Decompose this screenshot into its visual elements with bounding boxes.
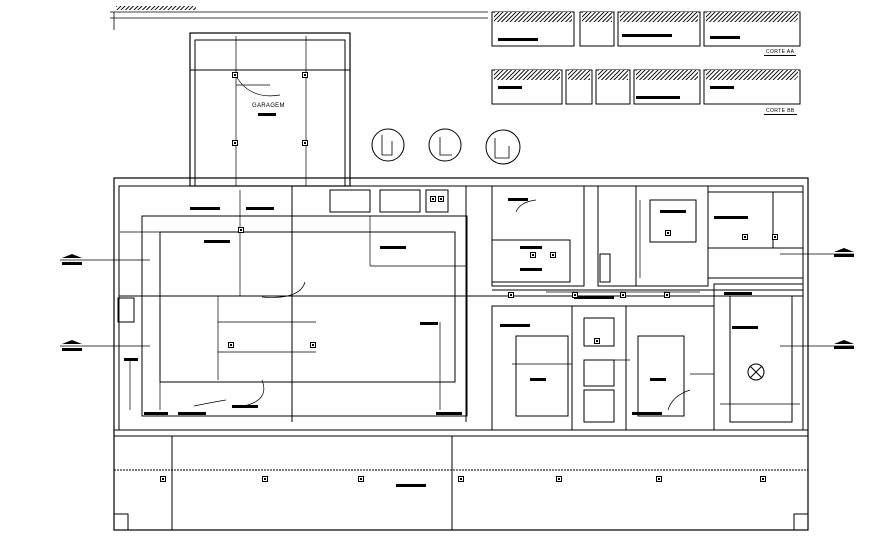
circuit-tag xyxy=(246,207,274,210)
section-hatch xyxy=(620,12,698,22)
section-hatch xyxy=(636,70,698,80)
outlet-symbol xyxy=(232,72,238,78)
garage-label: GARAGEM xyxy=(252,103,285,109)
circuit-tag xyxy=(190,207,220,210)
circuit-tag xyxy=(622,34,672,37)
building-outline xyxy=(113,177,809,531)
outlet-symbol xyxy=(438,196,444,202)
outlet-symbol xyxy=(572,292,578,298)
circuit-tag xyxy=(710,36,740,39)
circuit-tag xyxy=(436,412,462,415)
section-hatch xyxy=(494,12,572,22)
outlet-symbol xyxy=(160,476,166,482)
circuit-tag xyxy=(632,412,662,415)
circuit-tag xyxy=(258,113,276,116)
section-hatch xyxy=(116,6,196,10)
outlet-symbol xyxy=(232,140,238,146)
circuit-tag xyxy=(508,198,528,201)
outlet-symbol xyxy=(665,230,671,236)
circuit-tag xyxy=(530,378,546,381)
circuit-tag xyxy=(380,246,406,249)
circuit-tag xyxy=(204,240,230,243)
section-hatch xyxy=(706,70,798,80)
circuit-tag xyxy=(636,96,680,99)
section-hatch xyxy=(568,70,590,80)
circuit-tag xyxy=(178,412,206,415)
outlet-symbol xyxy=(656,476,662,482)
garage-outline xyxy=(189,32,351,187)
circuit-tag xyxy=(714,216,748,219)
building-inner-outline xyxy=(118,185,804,431)
circuit-tag xyxy=(500,324,530,327)
outlet-symbol xyxy=(508,292,514,298)
outlet-symbol xyxy=(556,476,562,482)
outlet-symbol xyxy=(310,342,316,348)
circuit-tag xyxy=(396,484,426,487)
section-hatch xyxy=(598,70,628,80)
circuit-tag xyxy=(232,405,258,408)
outlet-symbol xyxy=(430,196,436,202)
section-hatch xyxy=(582,12,612,22)
circuit-tag xyxy=(724,292,752,295)
outlet-symbol xyxy=(262,476,268,482)
outlet-symbol xyxy=(550,252,556,258)
circuit-tag xyxy=(650,378,666,381)
circuit-tag xyxy=(660,210,686,213)
outlet-symbol xyxy=(742,234,748,240)
outlet-symbol xyxy=(594,338,600,344)
outlet-symbol xyxy=(772,234,778,240)
circuit-tag xyxy=(520,246,542,249)
outlet-symbol xyxy=(302,140,308,146)
section-hatch xyxy=(494,70,560,80)
circuit-tag xyxy=(62,262,82,265)
circuit-tag xyxy=(62,348,82,351)
section-bb-caption: CORTE BB xyxy=(764,108,797,115)
outlet-symbol xyxy=(530,252,536,258)
outlet-symbol xyxy=(228,342,234,348)
section-aa-caption: CORTE AA xyxy=(764,49,797,56)
circuit-tag xyxy=(732,326,758,329)
circuit-tag xyxy=(520,268,542,271)
circuit-tag xyxy=(124,358,138,361)
circuit-tag xyxy=(574,296,614,299)
circuit-tag xyxy=(834,254,854,257)
outlet-symbol xyxy=(238,227,244,233)
outlet-symbol xyxy=(302,72,308,78)
outlet-symbol xyxy=(620,292,626,298)
outlet-symbol xyxy=(358,476,364,482)
main-hall xyxy=(141,215,468,417)
outlet-symbol xyxy=(760,476,766,482)
outlet-symbol xyxy=(458,476,464,482)
circuit-tag xyxy=(144,412,168,415)
circuit-tag xyxy=(498,86,522,89)
circuit-tag xyxy=(710,86,734,89)
outlet-symbol xyxy=(664,292,670,298)
section-hatch xyxy=(706,12,798,22)
circuit-tag xyxy=(420,322,438,325)
circuit-tag xyxy=(498,38,538,41)
circuit-tag xyxy=(834,346,854,349)
